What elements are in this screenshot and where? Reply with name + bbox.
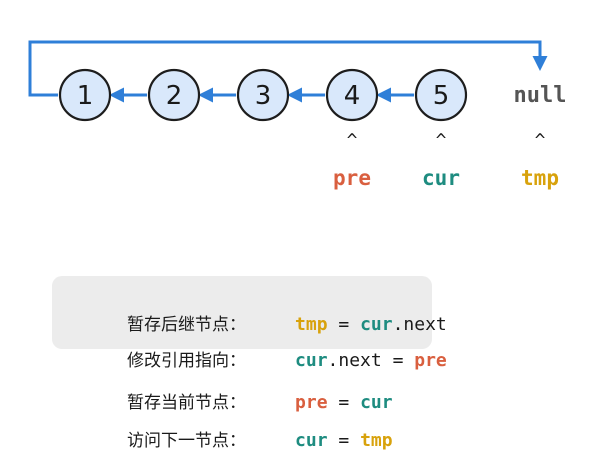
step-label: 访问下一节点：: [127, 431, 247, 451]
node-value: 3: [255, 81, 272, 111]
node-value: 4: [344, 81, 361, 111]
code-token: pre: [295, 392, 328, 413]
code-line-1: 暂存后继节点： tmp = cur.next: [62, 280, 447, 335]
code-token: .next: [392, 314, 447, 335]
step-label: 暂存后继节点：: [127, 315, 247, 335]
node-value: 2: [166, 81, 183, 111]
tmp-pointer-label: tmp: [521, 166, 559, 190]
list-node-5: 5: [414, 68, 468, 122]
code-line-3: 暂存当前节点： pre = cur: [62, 358, 393, 413]
cur-pointer-label: cur: [422, 166, 460, 190]
linked-list-diagram: 1 2 3 4 5 null ^ ^ ^ pre cur tmp: [28, 40, 567, 190]
code-token: =: [327, 430, 361, 451]
code-token: tmp: [295, 314, 328, 335]
code-token: cur: [295, 430, 328, 451]
list-node-1: 1: [58, 68, 112, 122]
code-token: tmp: [360, 430, 393, 451]
node-value: 1: [77, 81, 94, 111]
cur-caret: ^: [436, 130, 447, 151]
code-line-4: 访问下一节点： cur = tmp: [62, 396, 393, 451]
pre-caret: ^: [347, 130, 358, 151]
step-label: 暂存当前节点：: [127, 393, 247, 413]
pre-pointer-label: pre: [333, 166, 371, 190]
code-token: .next =: [327, 350, 415, 371]
code-token: cur: [360, 314, 393, 335]
code-token: pre: [414, 350, 447, 371]
code-line-2: 修改引用指向：cur.next = pre: [62, 316, 447, 371]
list-node-3: 3: [236, 68, 290, 122]
node-value: 5: [433, 81, 450, 111]
list-node-2: 2: [147, 68, 201, 122]
wraparound-link-arrow: [28, 40, 548, 97]
code-token: cur: [360, 392, 393, 413]
current-step-highlight: [52, 276, 432, 349]
code-token: cur: [295, 350, 328, 371]
null-terminator: null: [514, 83, 567, 108]
list-node-4: 4: [325, 68, 379, 122]
code-token: =: [327, 314, 361, 335]
tmp-caret: ^: [535, 130, 546, 151]
code-token: =: [327, 392, 361, 413]
step-label: 修改引用指向：: [127, 351, 247, 371]
